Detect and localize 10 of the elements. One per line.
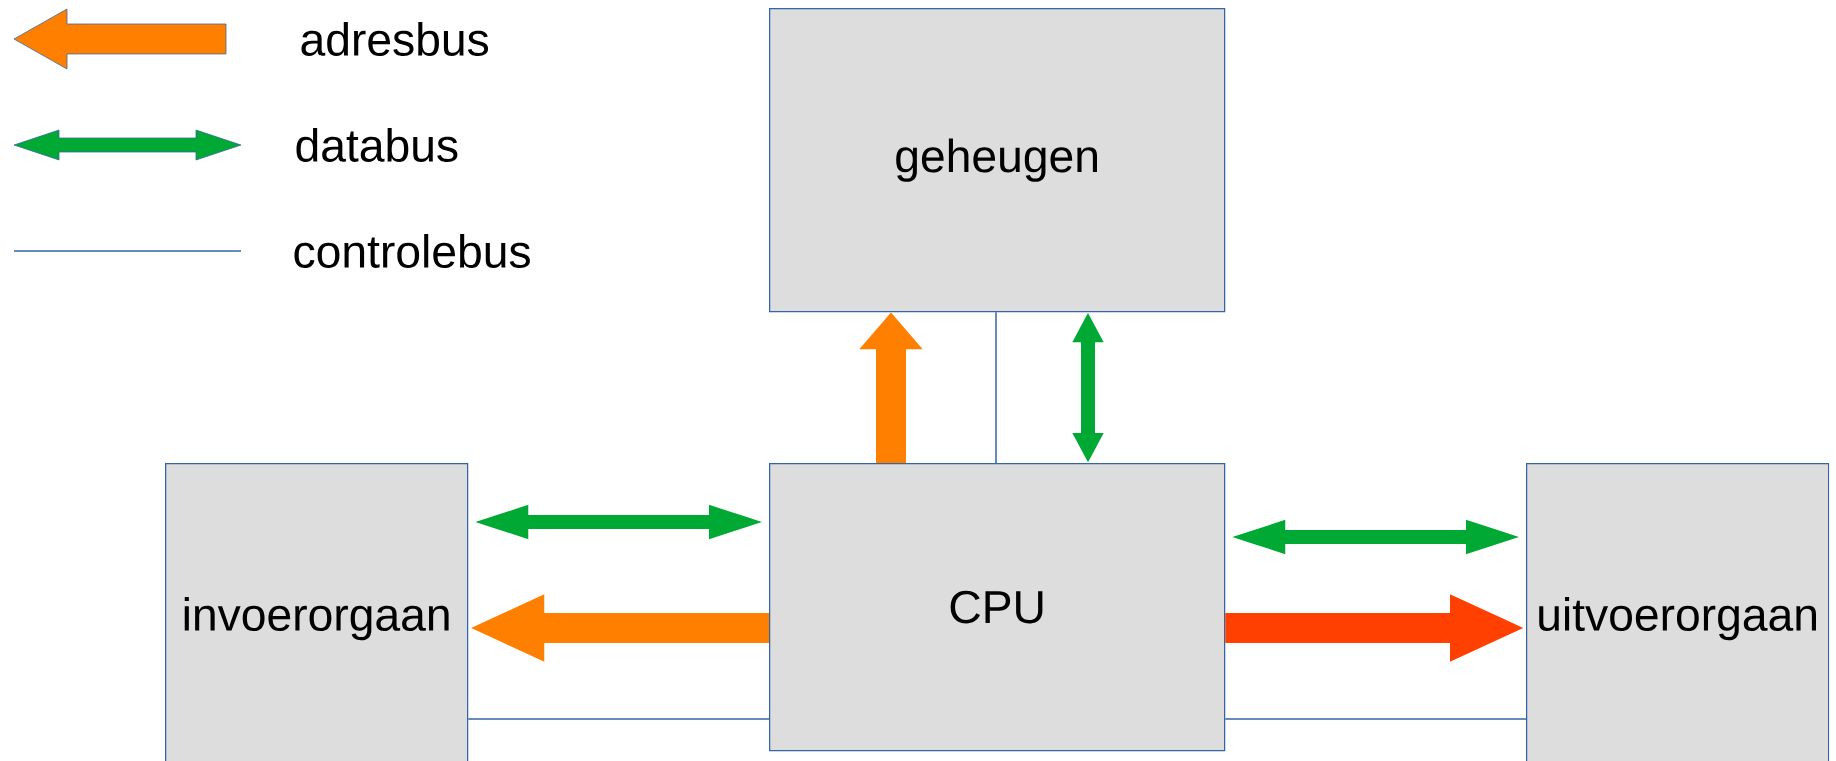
block-box: CPU xyxy=(769,463,1226,752)
bus-line xyxy=(995,311,997,464)
legend-label: adresbus xyxy=(301,22,489,56)
legend-label: controlebus xyxy=(294,234,530,268)
legend-label: databus xyxy=(296,128,458,162)
bus-line xyxy=(467,718,770,720)
block-box: uitvoerorgaan xyxy=(1526,463,1830,761)
block-box: invoerorgaan xyxy=(165,463,469,761)
bus-line xyxy=(1224,718,1527,720)
block-box: geheugen xyxy=(769,8,1226,313)
